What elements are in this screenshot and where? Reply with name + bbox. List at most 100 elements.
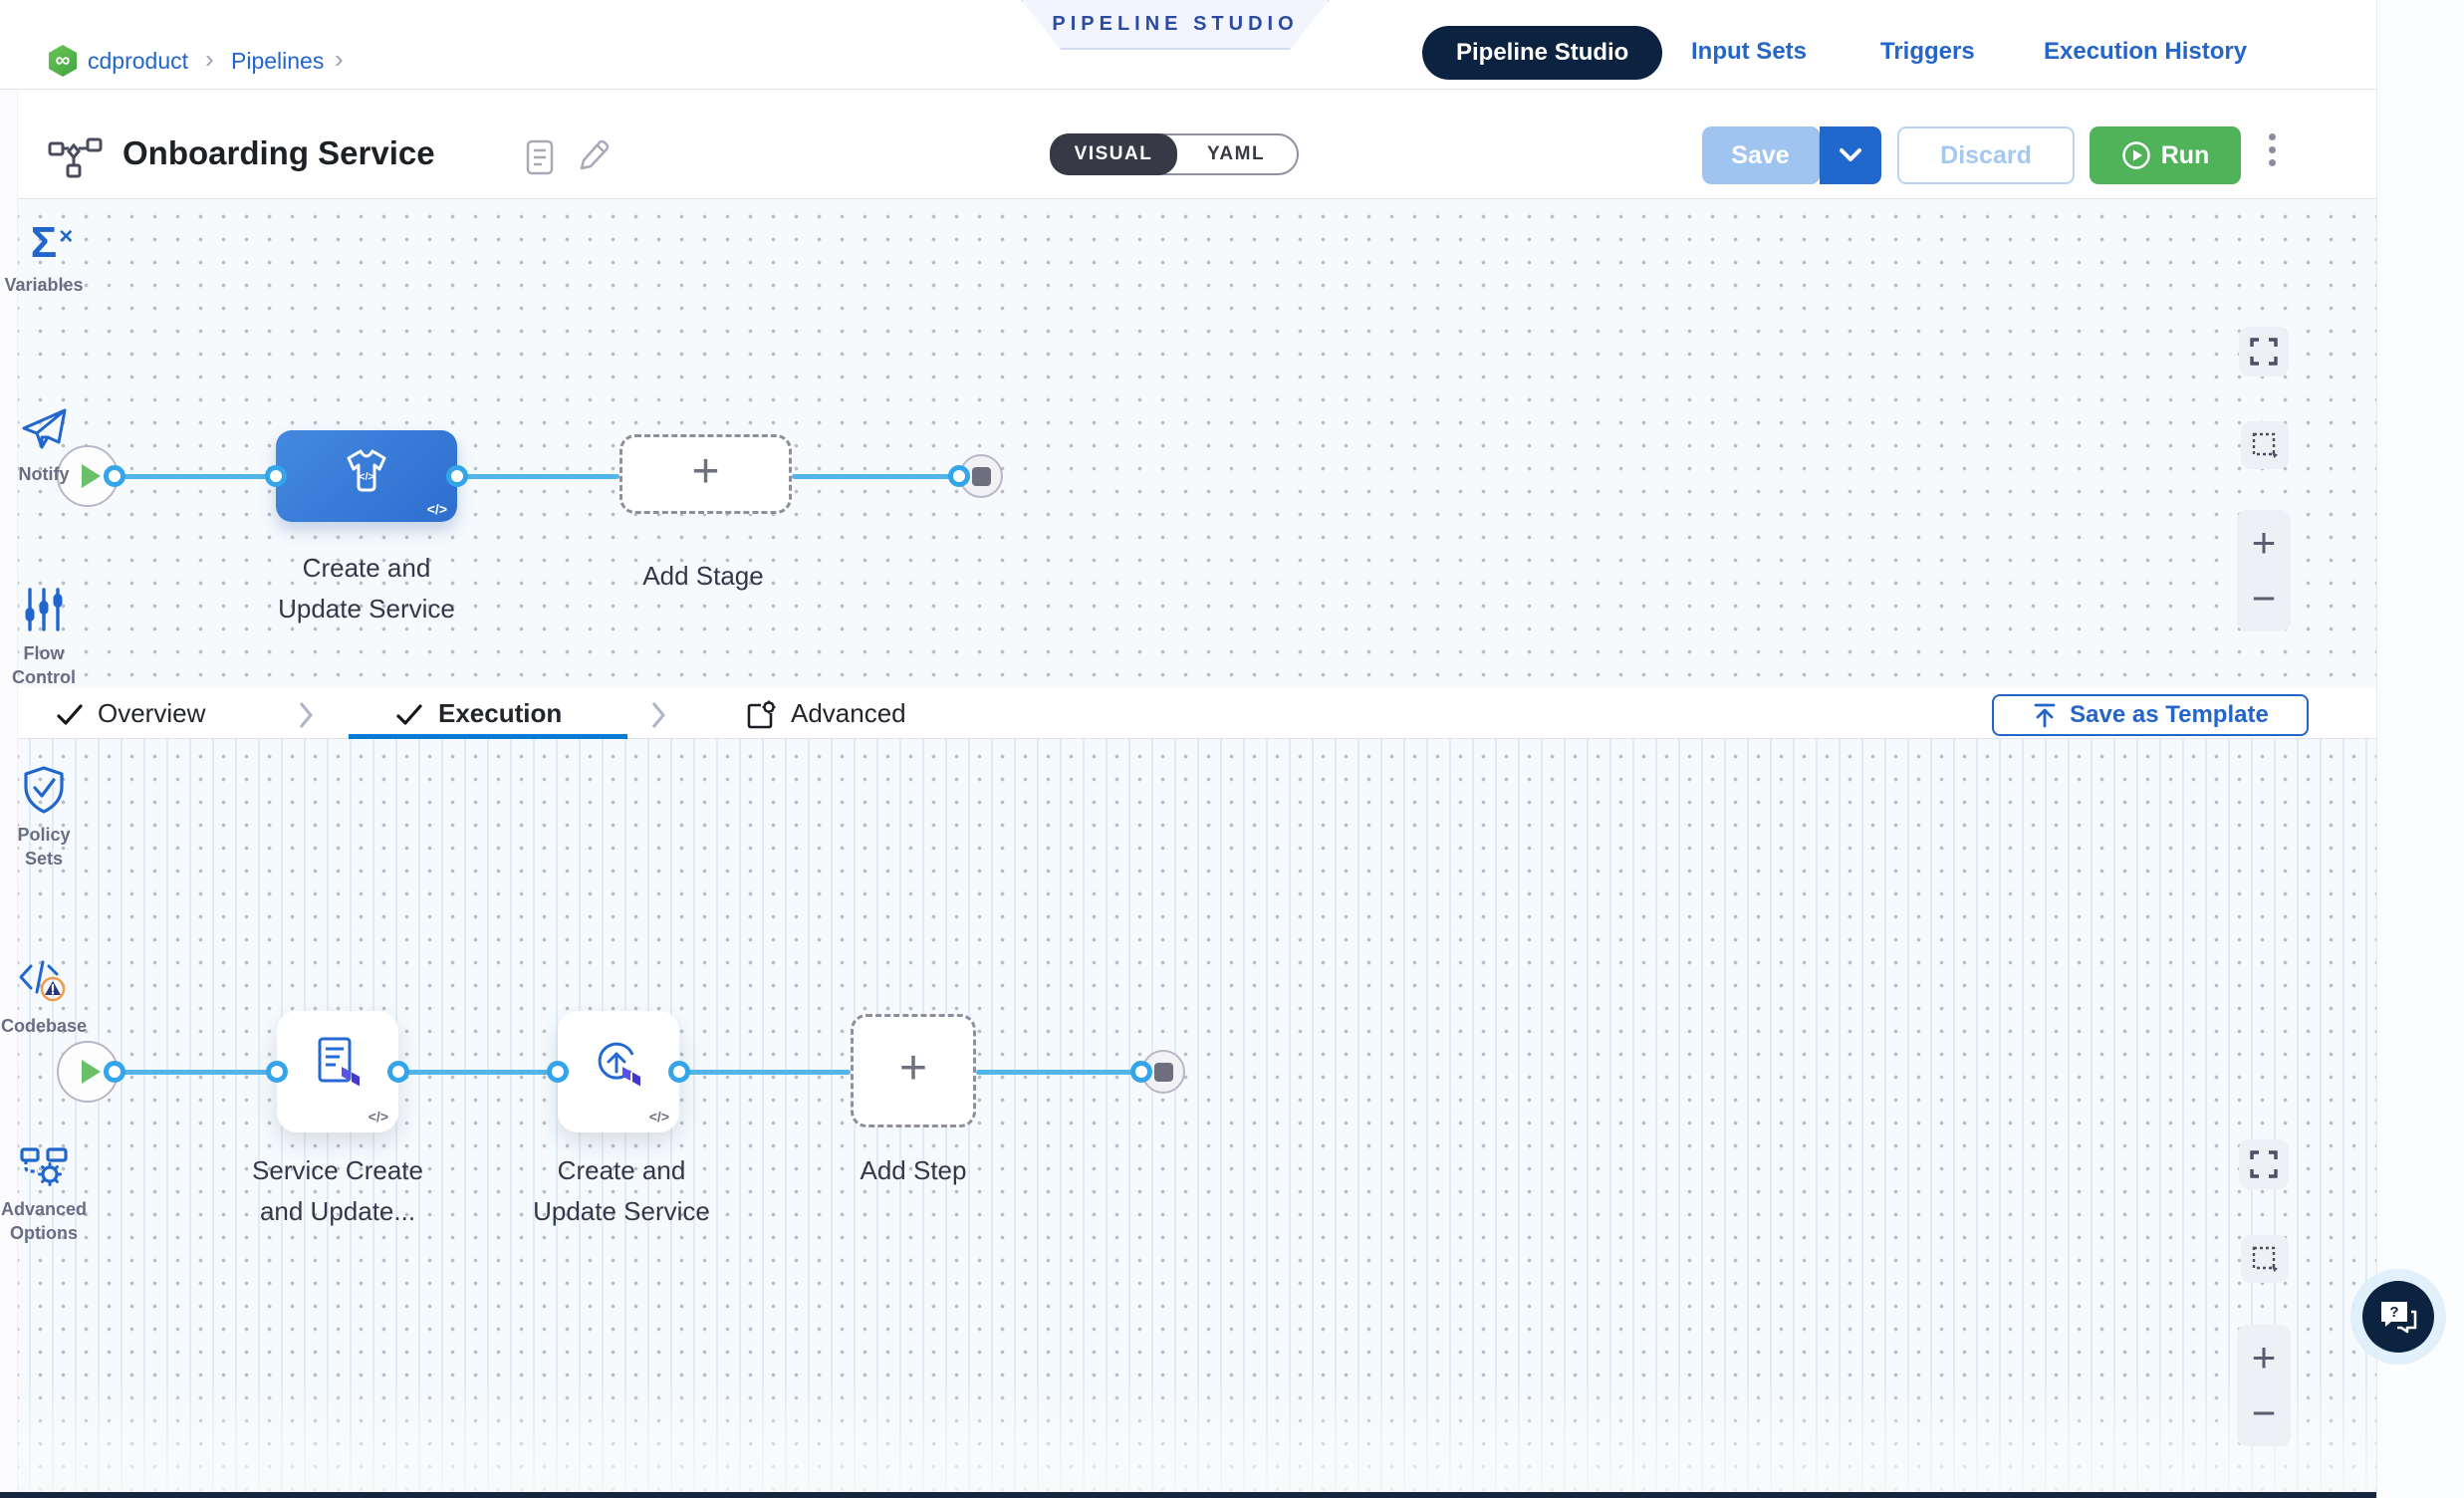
- add-step-label: Add Step: [860, 1155, 967, 1185]
- fullscreen-corners-icon: [2250, 1150, 2278, 1178]
- sidebar-item-advanced-options[interactable]: Advanced Options: [0, 1143, 88, 1245]
- add-stage-button[interactable]: +: [619, 434, 792, 514]
- sliders-icon: [25, 588, 63, 631]
- connector-dot[interactable]: [446, 465, 468, 487]
- canvas-zoom-controls[interactable]: + −: [2237, 1325, 2291, 1446]
- connector-dot[interactable]: [668, 1061, 690, 1083]
- chevron-down-icon: [1840, 148, 1861, 161]
- left-gutter: [0, 90, 18, 1498]
- sidebar-item-codebase[interactable]: Codebase: [0, 958, 88, 1038]
- tab-advanced[interactable]: Advanced: [791, 698, 906, 728]
- connector-dot[interactable]: [547, 1061, 569, 1083]
- chat-question-icon: ?: [2381, 1302, 2417, 1334]
- plus-icon: +: [691, 445, 720, 498]
- add-stage-label: Add Stage: [642, 561, 764, 591]
- sigma-x-icon: Σ ×: [30, 218, 74, 267]
- page-title: Onboarding Service: [123, 134, 435, 171]
- tab-overview[interactable]: Overview: [98, 698, 206, 728]
- sidebar-item-variables[interactable]: Σ × Variables: [4, 218, 84, 296]
- canvas-zoom-controls[interactable]: + −: [2237, 510, 2291, 631]
- more-options-kebab-icon[interactable]: [2269, 133, 2277, 166]
- svg-text:</>: </>: [359, 471, 374, 483]
- stage-node-create-and-update-service[interactable]: </> </>: [276, 430, 457, 522]
- connector: [976, 1070, 1141, 1075]
- connector: [457, 474, 619, 479]
- check-icon: [396, 704, 422, 725]
- connector-dot[interactable]: [104, 465, 125, 487]
- tab-pipeline-studio[interactable]: Pipeline Studio: [1422, 26, 1663, 80]
- tab-triggers[interactable]: Triggers: [1880, 38, 1975, 65]
- start-play-icon: [81, 1060, 101, 1084]
- stage-start-node[interactable]: [57, 445, 119, 507]
- sidebar-item-flow-control[interactable]: Flow Control: [0, 586, 88, 689]
- active-tab-underline: [349, 734, 627, 739]
- zoom-in-button[interactable]: +: [2251, 1334, 2277, 1380]
- canvas-select-button[interactable]: [2241, 1235, 2289, 1283]
- canvas-select-button[interactable]: [2241, 421, 2289, 469]
- visual-yaml-toggle[interactable]: VISUAL YAML: [1050, 133, 1299, 175]
- plus-icon: +: [898, 1042, 928, 1095]
- connector-dot[interactable]: [265, 465, 287, 487]
- code-badge: </>: [368, 1109, 388, 1124]
- fullscreen-corners-icon: [2250, 338, 2278, 366]
- start-play-icon: [81, 464, 101, 488]
- selection-box-icon: [2252, 1246, 2278, 1272]
- step-node-create-update-service[interactable]: </>: [558, 1011, 679, 1132]
- save-as-template-button[interactable]: Save as Template: [1992, 694, 2309, 736]
- tab-input-sets[interactable]: Input Sets: [1691, 38, 1808, 65]
- connector-dot[interactable]: [104, 1061, 125, 1083]
- canvas-fit-view-button[interactable]: [2239, 327, 2289, 376]
- zoom-out-button[interactable]: −: [2251, 1389, 2277, 1436]
- code-badge: </>: [426, 501, 447, 517]
- terraform-script-icon: [318, 1037, 360, 1087]
- zoom-in-button[interactable]: +: [2251, 519, 2277, 566]
- pipeline-graph-icon: [48, 137, 103, 178]
- save-split-button[interactable]: Save: [1702, 126, 1881, 184]
- tab-execution[interactable]: Execution: [438, 698, 563, 728]
- upload-icon: [2034, 703, 2056, 728]
- svg-text:?: ?: [2389, 1304, 2398, 1321]
- breadcrumb-chevron: ›: [335, 44, 344, 74]
- run-play-icon: [2121, 141, 2150, 169]
- pipeline-studio-banner: PIPELINE STUDIO: [1021, 0, 1330, 50]
- zoom-out-button[interactable]: −: [2251, 575, 2277, 622]
- pipeline-studio-banner-text: PIPELINE STUDIO: [1052, 12, 1299, 35]
- connector: [398, 1070, 558, 1075]
- toggle-visual[interactable]: VISUAL: [1050, 133, 1178, 175]
- sidebar-item-policy-sets[interactable]: Policy Sets: [0, 765, 88, 871]
- stage-config-tabbar: [0, 687, 2376, 739]
- run-button[interactable]: Run: [2090, 126, 2241, 184]
- shield-check-icon: [24, 766, 64, 814]
- edit-pencil-icon[interactable]: [576, 136, 612, 174]
- paper-plane-icon: [22, 408, 67, 449]
- discard-button[interactable]: Discard: [1897, 126, 2075, 184]
- help-chat-button[interactable]: ?: [2362, 1281, 2434, 1353]
- connector-dot[interactable]: [1130, 1061, 1152, 1083]
- step-node-label: Service Create and Update...: [252, 1155, 423, 1226]
- connector: [115, 1070, 277, 1075]
- stop-square-icon: [1153, 1062, 1173, 1082]
- toggle-yaml[interactable]: YAML: [1206, 143, 1266, 164]
- add-step-button[interactable]: +: [851, 1014, 976, 1127]
- connector-dot[interactable]: [948, 465, 970, 487]
- bottom-bar: [0, 1492, 2376, 1498]
- custom-stage-icon: </>: [347, 449, 386, 492]
- breadcrumb-project[interactable]: cdproduct: [88, 48, 189, 74]
- sidebar-item-notify[interactable]: Notify: [0, 406, 88, 486]
- tab-execution-history[interactable]: Execution History: [2044, 38, 2248, 65]
- check-icon: [57, 704, 83, 725]
- save-button[interactable]: Save: [1702, 126, 1820, 184]
- right-drawer-sidebar: [2376, 0, 2464, 1498]
- description-doc-icon[interactable]: [526, 139, 554, 175]
- connector-dot[interactable]: [387, 1061, 409, 1083]
- connector: [792, 474, 959, 479]
- connector-dot[interactable]: [266, 1061, 288, 1083]
- step-node-label: Create and Update Service: [533, 1155, 710, 1226]
- logo-glyph: ∞: [55, 49, 71, 72]
- chevron-right-icon: [651, 702, 665, 728]
- save-menu-button[interactable]: [1820, 126, 1881, 184]
- step-node-service-create-update[interactable]: </>: [277, 1011, 398, 1132]
- canvas-fit-view-button[interactable]: [2239, 1139, 2289, 1189]
- advanced-gear-doc-icon: [747, 700, 776, 729]
- breadcrumb-pipelines[interactable]: Pipelines: [231, 48, 325, 74]
